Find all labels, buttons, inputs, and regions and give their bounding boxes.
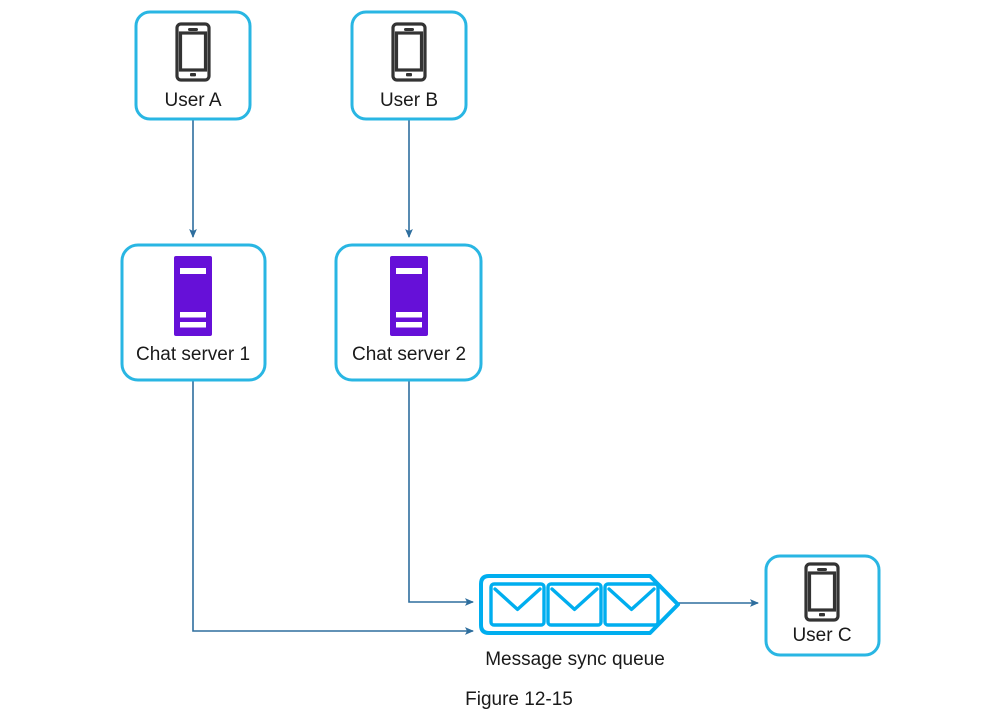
nodes-layer: User A User B Chat server 1 Chat server 2 Us… — [120, 10, 881, 657]
mobile-phone-icon — [175, 22, 211, 82]
queue-node[interactable]: Message sync queue — [479, 574, 680, 670]
envelope-icon — [489, 582, 546, 627]
node-label-chat-server-1: Chat server 1 — [136, 344, 250, 365]
node-box-user-a[interactable] — [134, 10, 252, 121]
server-icon — [390, 256, 428, 336]
envelope-icon — [546, 582, 603, 627]
node-label-user-a: User A — [164, 90, 221, 111]
node-label-user-c: User C — [792, 625, 851, 646]
node-label-user-b: User B — [380, 90, 438, 111]
figure-caption: Figure 12-15 — [465, 689, 573, 710]
mobile-phone-icon — [804, 562, 840, 622]
node-box-user-c[interactable] — [764, 554, 881, 657]
node-chat-server-2[interactable]: Chat server 2 — [334, 243, 483, 382]
node-box-user-b[interactable] — [350, 10, 468, 121]
queue-label: Message sync queue — [485, 649, 665, 670]
node-label-chat-server-2: Chat server 2 — [352, 344, 466, 365]
envelope-icon — [603, 582, 660, 627]
connector-chat-server-2-to-queue — [408, 380, 474, 606]
node-user-a[interactable]: User A — [134, 10, 252, 121]
connections-layer — [189, 119, 759, 635]
node-user-c[interactable]: User C — [764, 554, 881, 657]
mobile-phone-icon — [391, 22, 427, 82]
node-chat-server-1[interactable]: Chat server 1 — [120, 243, 267, 382]
server-icon — [174, 256, 212, 336]
connector-chat-server-1-to-queue — [192, 380, 474, 635]
node-user-b[interactable]: User B — [350, 10, 468, 121]
